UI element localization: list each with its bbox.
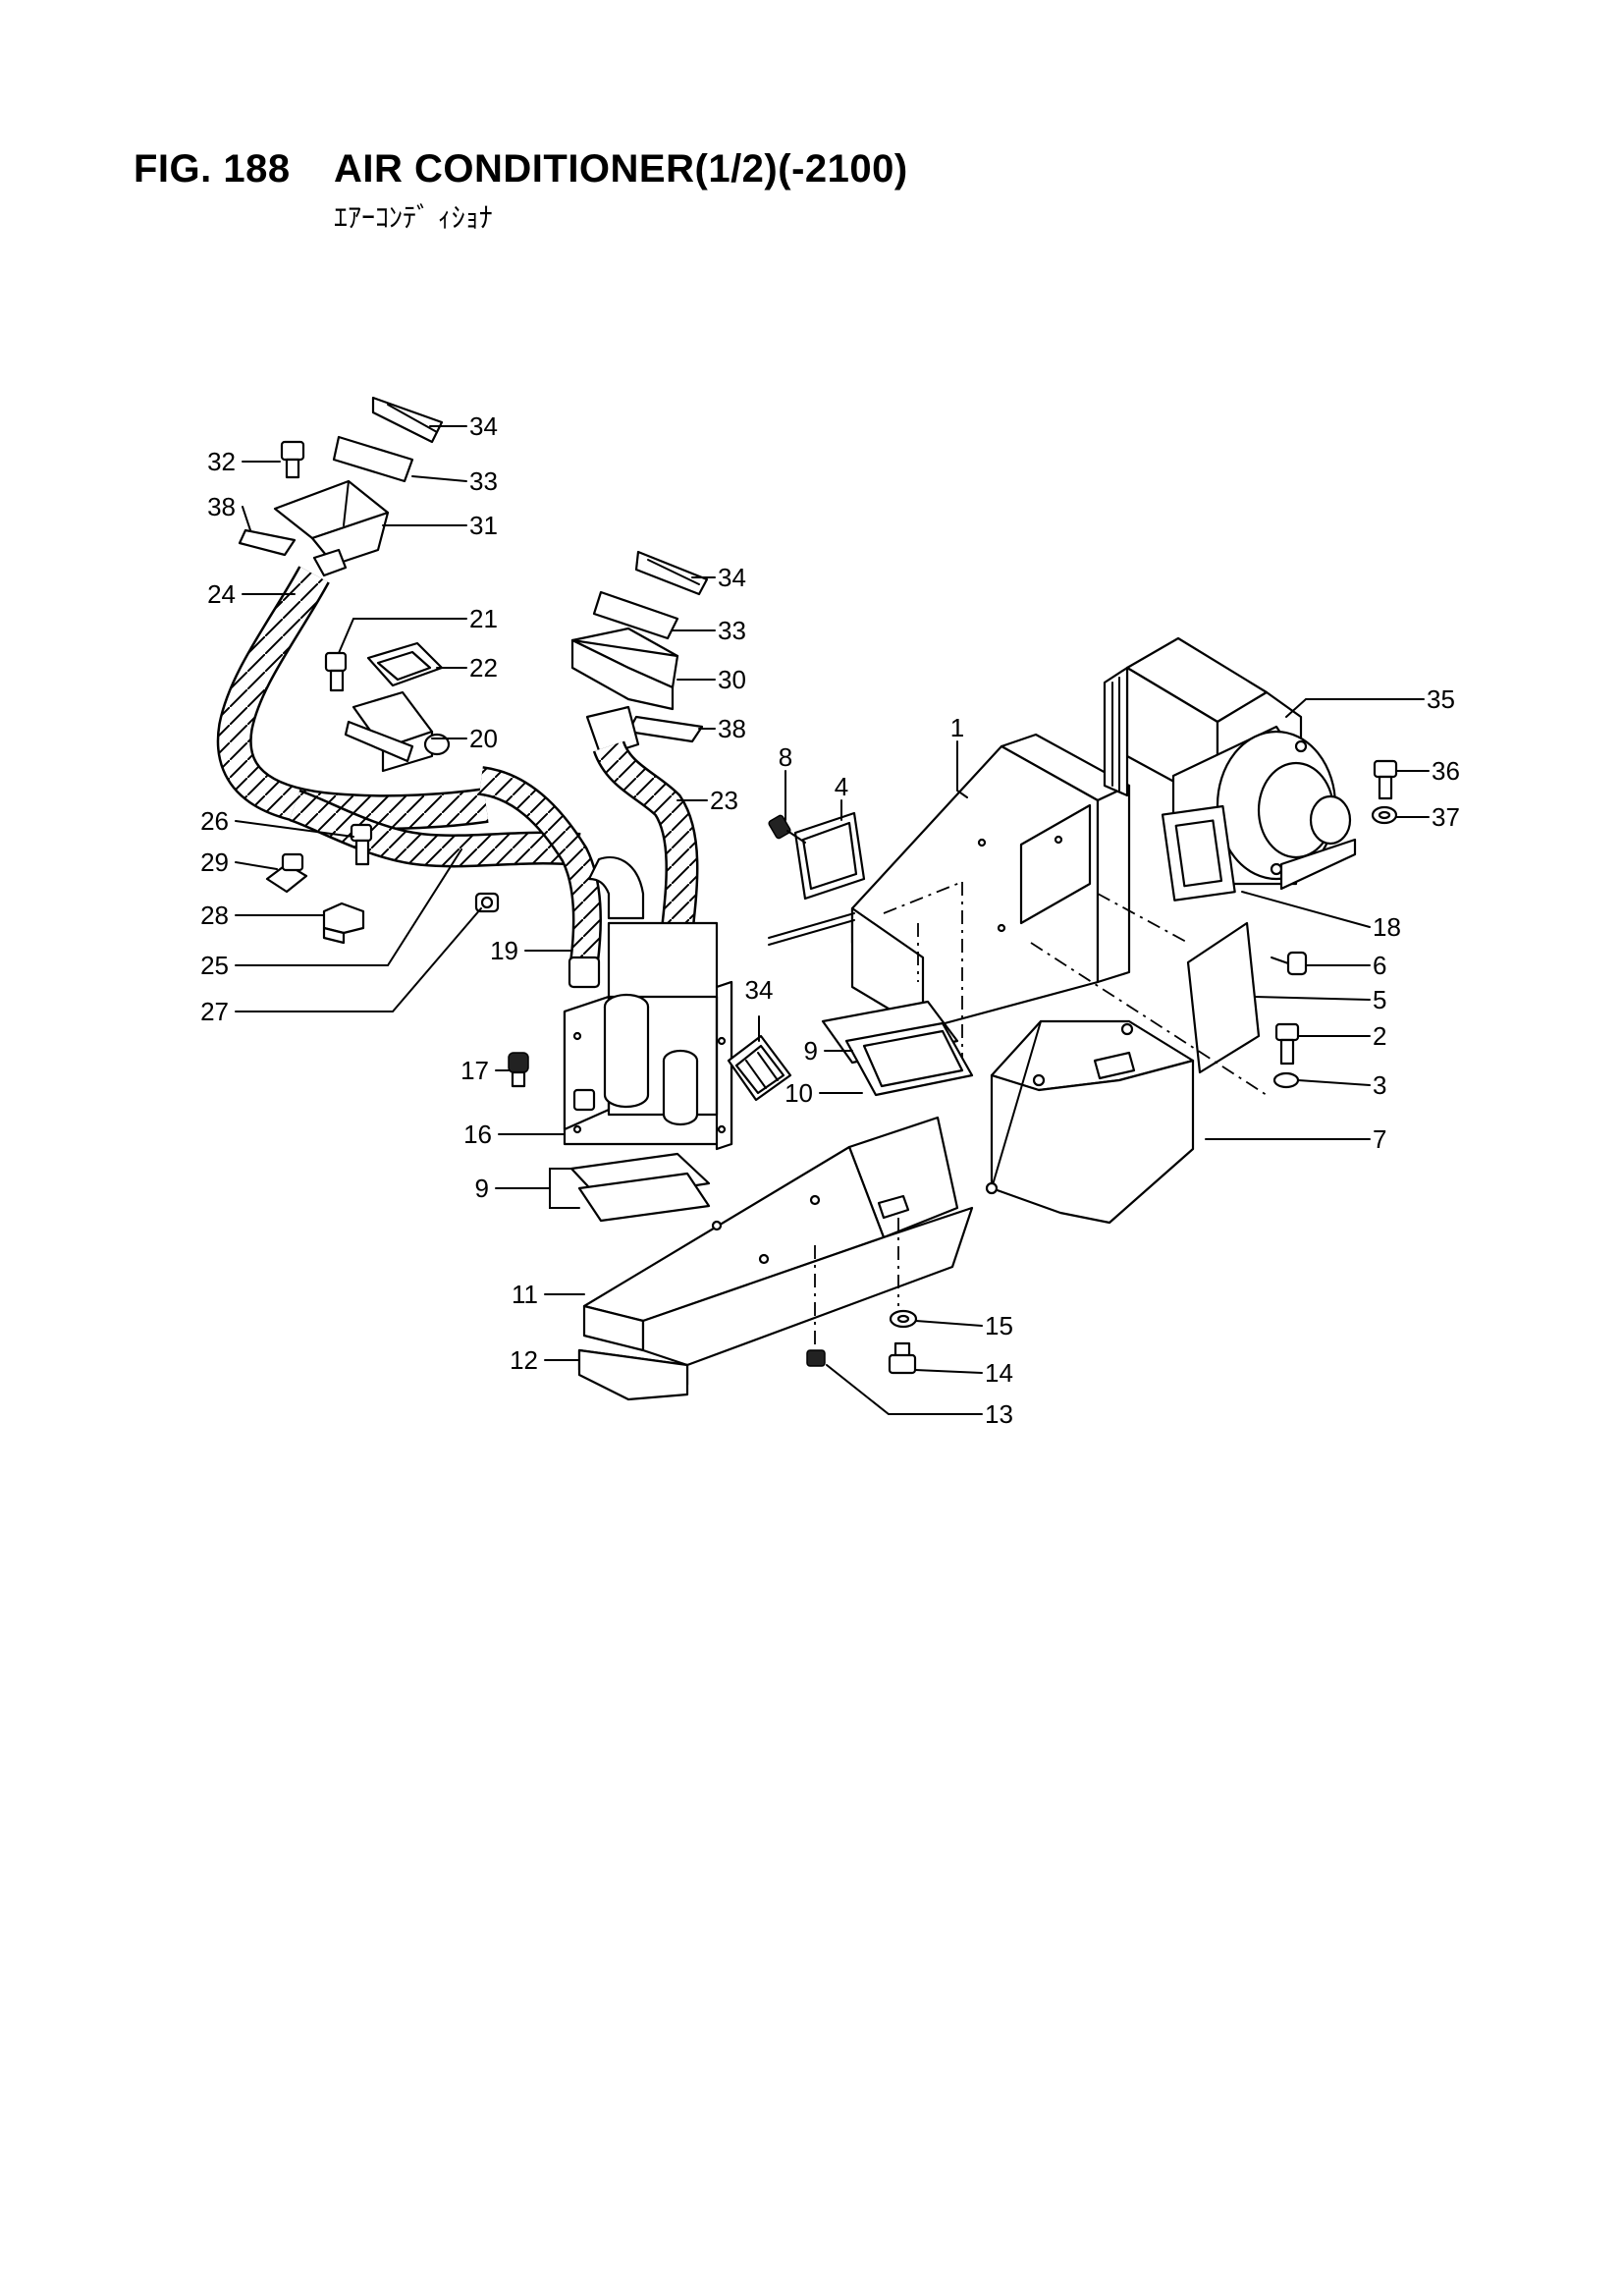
callout-label: 34 xyxy=(718,563,746,592)
clamp-set xyxy=(265,823,500,945)
callout-label: 4 xyxy=(835,772,848,801)
callout-label: 6 xyxy=(1373,951,1386,980)
washer-3 xyxy=(1272,1071,1300,1089)
washer-37 xyxy=(1371,805,1398,825)
callout-label: 25 xyxy=(200,951,229,980)
blower-motor-assembly xyxy=(1103,636,1357,902)
callout-label: 17 xyxy=(460,1056,489,1085)
callout-label: 1 xyxy=(950,713,964,742)
callout-label: 3 xyxy=(1373,1070,1386,1100)
main-unit-housing xyxy=(850,733,1131,1075)
callout-label: 13 xyxy=(985,1399,1013,1429)
bolt-2 xyxy=(1274,1022,1300,1066)
callout-label: 31 xyxy=(469,511,498,540)
bolt-36 xyxy=(1373,759,1398,800)
callout-label: 8 xyxy=(779,742,792,772)
callout-label: 22 xyxy=(469,653,498,683)
callout-leaders xyxy=(235,425,1430,1415)
callout-label: 7 xyxy=(1373,1124,1386,1154)
callout-label: 24 xyxy=(207,579,236,609)
grille-38-right xyxy=(626,715,704,743)
callout-label: 32 xyxy=(207,447,236,476)
callout-label: 38 xyxy=(207,492,236,521)
callout-label: 9 xyxy=(475,1174,489,1203)
callout-label: 18 xyxy=(1373,912,1401,942)
callout-label: 36 xyxy=(1432,756,1460,786)
callout-label: 11 xyxy=(512,1280,538,1309)
callout-label: 23 xyxy=(710,786,738,815)
side-cover-plate xyxy=(1186,921,1261,1074)
distribution-box-16 xyxy=(563,921,733,1151)
callout-label: 30 xyxy=(718,665,746,694)
callout-label: 14 xyxy=(985,1358,1013,1388)
grille-34-small xyxy=(727,1034,792,1102)
callout-label: 28 xyxy=(200,901,229,930)
bolt-6 xyxy=(1271,951,1308,976)
callout-label: 37 xyxy=(1432,802,1460,832)
callout-label: 34 xyxy=(469,411,498,441)
callout-label: 38 xyxy=(718,714,746,743)
duct-19-end xyxy=(568,956,601,989)
nut-14 xyxy=(888,1341,917,1375)
callout-label: 29 xyxy=(200,847,229,877)
callout-label: 33 xyxy=(469,466,498,496)
grille-38-left xyxy=(238,528,297,557)
callout-label: 15 xyxy=(985,1311,1013,1340)
nut-13 xyxy=(806,1349,826,1367)
screw-32 xyxy=(280,440,305,462)
callout-label: 12 xyxy=(510,1345,538,1375)
callout-label: 5 xyxy=(1373,985,1386,1014)
callout-label: 35 xyxy=(1427,684,1455,714)
screw-8 xyxy=(768,814,806,844)
callout-label: 27 xyxy=(200,997,229,1026)
figure-subtitle: ｴｱｰｺﾝﾃﾞ ｨｼｮﾅ xyxy=(334,202,493,233)
callout-label: 16 xyxy=(463,1120,492,1149)
callout-label: 10 xyxy=(784,1078,813,1108)
callout-label: 2 xyxy=(1373,1021,1386,1051)
callout-label: 19 xyxy=(490,936,518,965)
callout-label: 34 xyxy=(745,975,774,1005)
callout-label: 20 xyxy=(469,724,498,753)
flex-duct-24-outline xyxy=(216,566,489,831)
callout-label: 21 xyxy=(469,604,498,633)
figure-number: FIG. 188 xyxy=(134,147,291,191)
grommet-17 xyxy=(508,1052,529,1088)
washer-15 xyxy=(889,1309,918,1329)
screw-21 xyxy=(324,651,348,673)
lower-case xyxy=(985,1019,1195,1225)
callout-label: 33 xyxy=(718,616,746,645)
duct-elbow xyxy=(587,856,645,920)
callout-label: 9 xyxy=(804,1036,818,1066)
outlet-22-and-20 xyxy=(324,641,451,773)
floor-duct xyxy=(577,1116,974,1401)
figure-title: AIR CONDITIONER(1/2)(-2100) xyxy=(334,147,908,191)
vent-louver-right xyxy=(570,550,709,758)
vent-louver-left xyxy=(238,396,444,577)
callout-label: 26 xyxy=(200,806,229,836)
